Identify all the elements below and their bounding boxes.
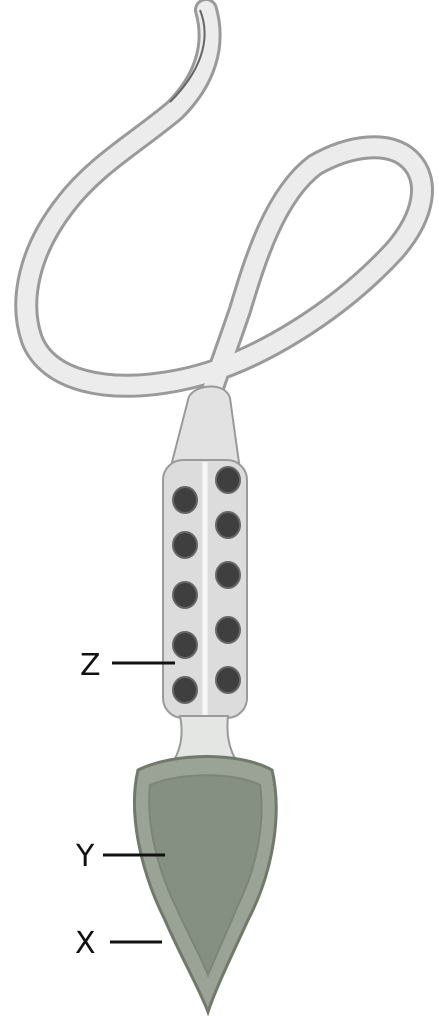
mitochondrion [216, 467, 240, 493]
head [134, 757, 276, 1013]
mitochondrion [216, 617, 240, 643]
label-z: Z [80, 648, 175, 683]
mitochondrion [216, 667, 240, 693]
tail [26, 10, 422, 405]
mitochondrion [173, 487, 197, 513]
label-y-text: Y [75, 839, 95, 874]
label-z-text: Z [80, 648, 101, 683]
tail-fill [26, 10, 422, 405]
mitochondrion [173, 677, 197, 703]
label-x-text: X [75, 926, 96, 961]
label-x: X [75, 926, 162, 961]
mitochondrion [216, 562, 240, 588]
mitochondrion [216, 512, 240, 538]
nucleus [149, 775, 261, 975]
mitochondrion [173, 582, 197, 608]
mitochondrion [173, 632, 197, 658]
mitochondrion [173, 532, 197, 558]
midpiece [163, 460, 247, 718]
connecting-piece [174, 716, 236, 760]
neck [170, 386, 240, 470]
